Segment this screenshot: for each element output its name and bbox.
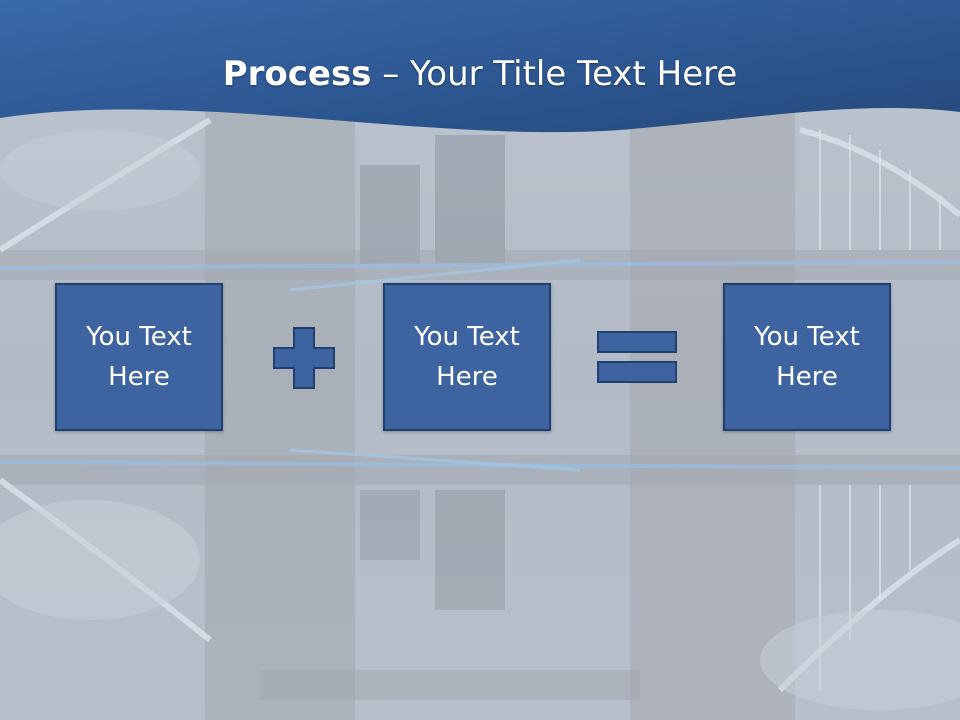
process-box-1-text: You Text Here <box>86 322 192 392</box>
title-banner <box>0 0 960 133</box>
process-box-2-text: You Text Here <box>414 322 520 392</box>
process-box-1[interactable]: You Text Here <box>55 283 223 431</box>
title-rest: – Your Title Text Here <box>371 54 738 94</box>
slide-title: Process – Your Title Text Here <box>0 50 960 98</box>
process-box-3-text: You Text Here <box>754 322 860 392</box>
process-box-3[interactable]: You Text Here <box>723 283 891 431</box>
process-box-2[interactable]: You Text Here <box>383 283 551 431</box>
title-bold: Process <box>222 54 372 94</box>
plus-icon <box>273 327 335 389</box>
equals-icon <box>597 331 677 383</box>
